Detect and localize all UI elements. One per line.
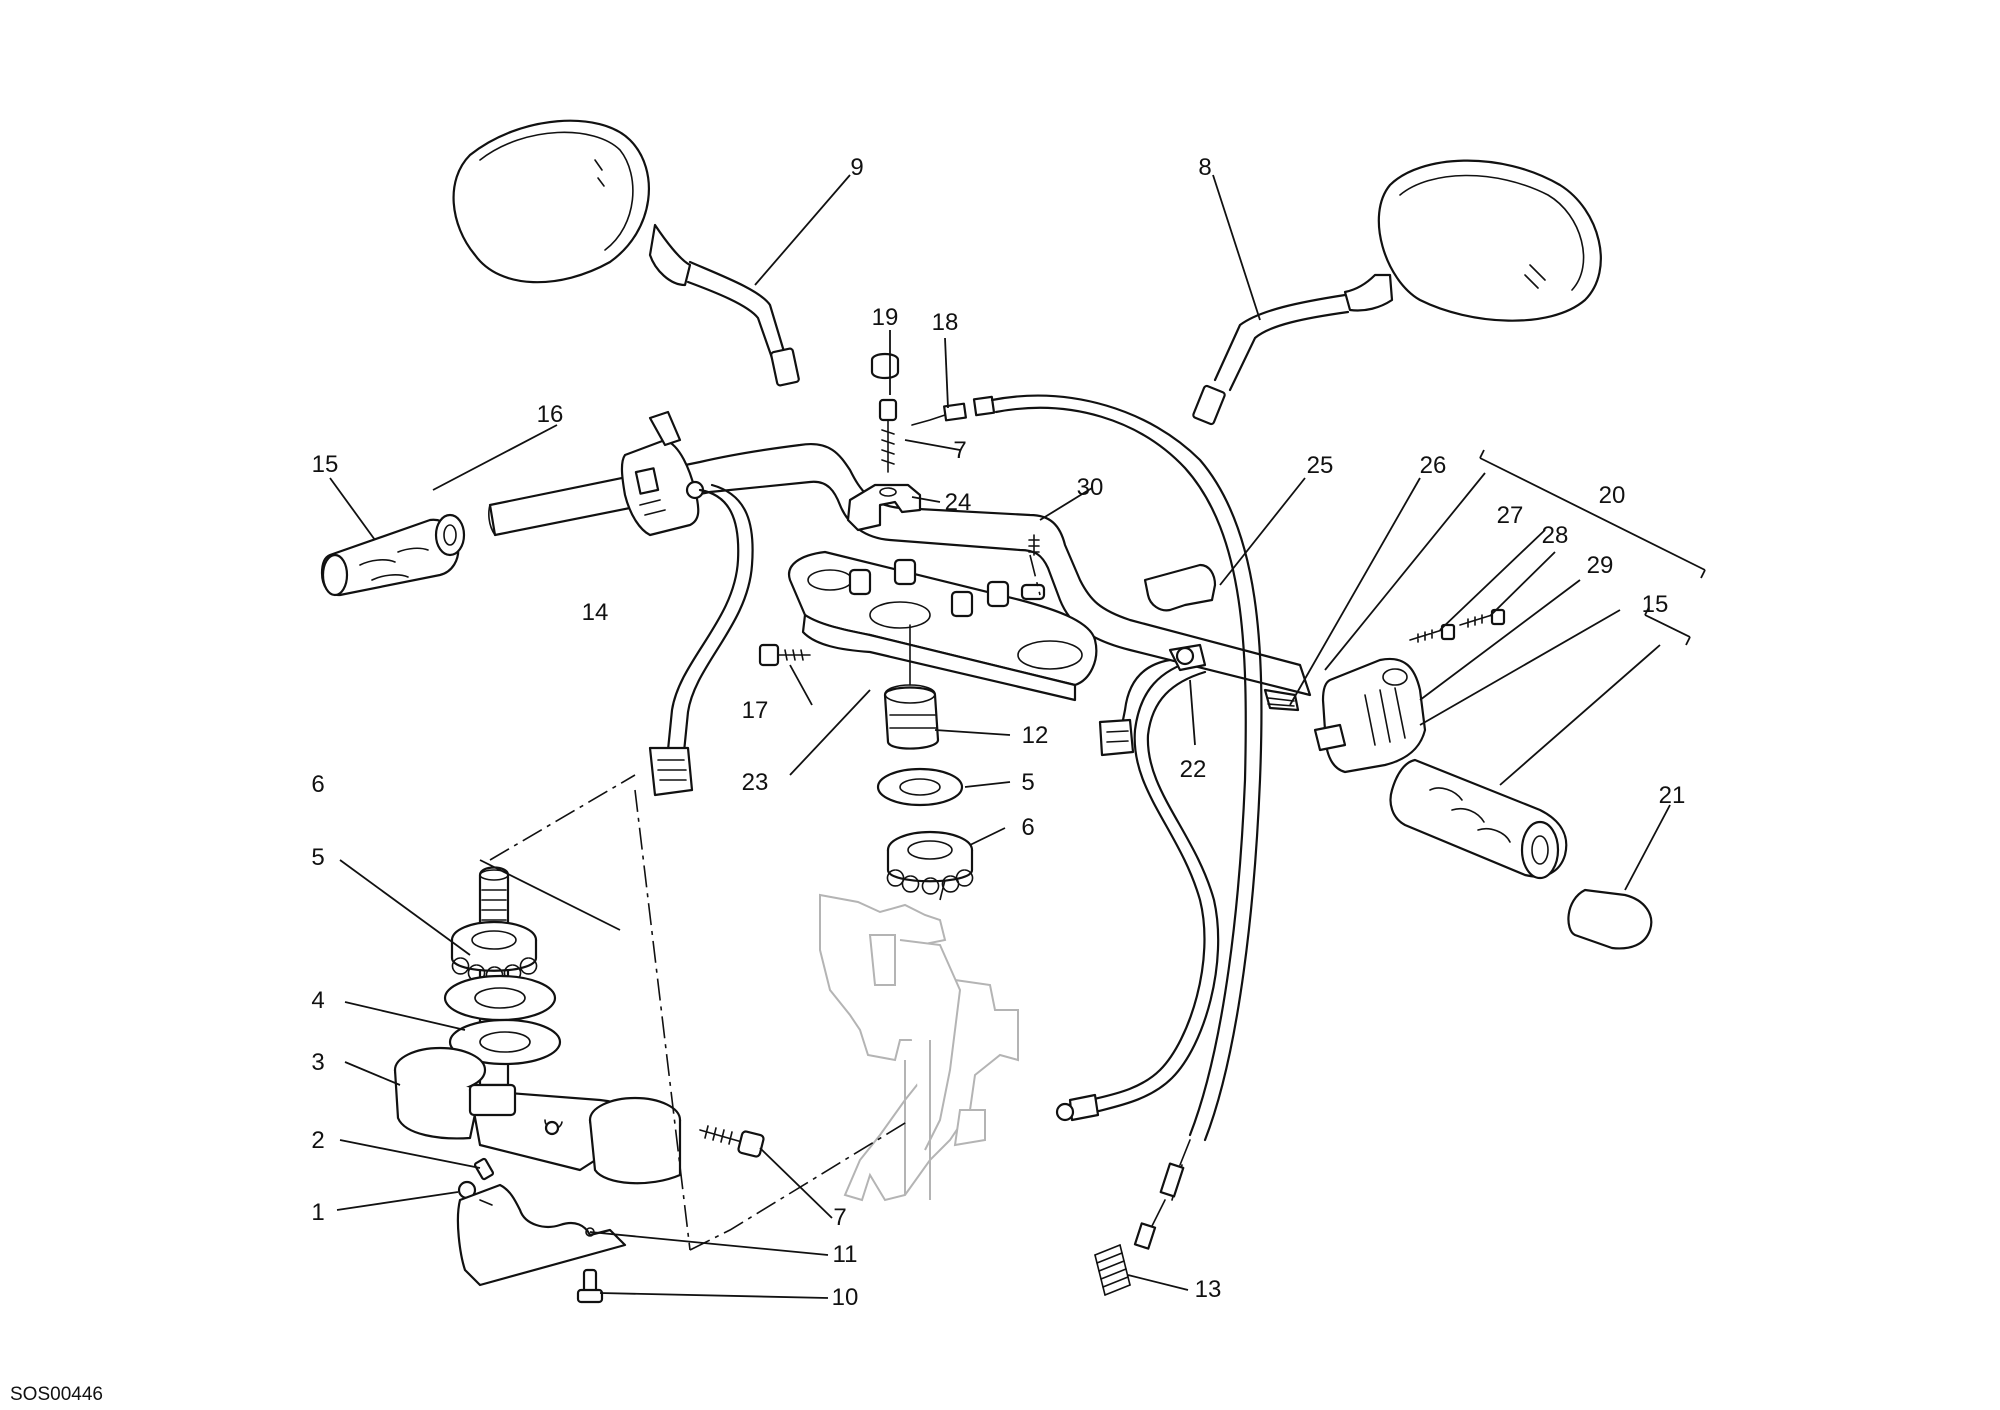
callout-29: 29 [1587,552,1614,579]
callout-27: 27 [1497,502,1524,529]
callout-20: 20 [1599,482,1626,509]
bottom-triple-clamp [393,1046,682,1185]
cable-end-lower [1133,1139,1191,1250]
screws-27-28 [1409,608,1506,643]
drawing-code: SOS00446 [10,1384,103,1405]
callout-15-left: 15 [312,451,339,478]
callout-1: 1 [311,1199,324,1226]
frame-headstock [819,893,1019,1202]
connector-cable-22 [1098,658,1172,757]
washer-right [876,767,964,807]
callout-3: 3 [311,1049,324,1076]
callout-4: 4 [311,987,324,1014]
right-mirror [1192,159,1602,426]
callout-30: 30 [1077,474,1104,501]
callout-15-right: 15 [1642,591,1669,618]
left-switch-cable [648,483,754,797]
callout-12: 12 [1022,722,1049,749]
callout-22: 22 [1180,756,1207,783]
callout-28: 28 [1542,522,1569,549]
mounting-plate [456,1183,627,1287]
callout-23: 23 [742,769,769,796]
cable-adjuster-26 [1263,688,1300,712]
group-bracket-15 [1644,606,1691,646]
leader-lines [329,174,1671,1299]
left-switch-assembly [620,410,705,537]
callout-21: 21 [1659,782,1686,809]
right-switch-cable [1055,658,1220,1122]
throttle-housing [1313,657,1427,774]
callout-labels: 1 2 3 4 5 6 7 8 9 10 11 12 13 14 15 16 1… [311,154,1685,1311]
callout-7-lower: 7 [833,1204,846,1231]
clip-25 [1143,563,1217,612]
callout-17: 17 [742,697,769,724]
steering-stem-nut [883,624,940,750]
callout-2: 2 [311,1127,324,1154]
bar-end-weight [1567,888,1653,950]
screw-10 [576,1268,604,1304]
callout-19: 19 [872,304,899,331]
top-triple-clamp [787,550,1098,702]
callout-7-top: 7 [953,437,966,464]
callout-18: 18 [932,309,959,336]
washer-left-lower [448,1018,562,1066]
right-switch-body [1168,643,1207,672]
callout-16: 16 [537,401,564,428]
callout-24: 24 [945,489,972,516]
washer-left-upper [443,974,557,1022]
clamp-screw-lower [699,1125,765,1158]
callout-25: 25 [1307,452,1334,479]
screw-17 [758,643,811,667]
callout-8: 8 [1198,154,1211,181]
callout-10: 10 [832,1284,859,1311]
callout-11: 11 [833,1241,858,1268]
callout-9: 9 [850,154,863,181]
screw-30 [1028,534,1040,556]
riser-screw-top [878,398,898,473]
callout-6-right: 6 [1021,814,1034,841]
bearing-right [886,830,974,895]
throttle-cable-top [911,394,1263,1142]
handlebar-riser-clamp [846,483,922,532]
right-grip [1389,758,1568,880]
callout-13: 13 [1195,1276,1222,1303]
callout-26: 26 [1420,452,1447,479]
callout-5-left: 5 [311,844,324,871]
left-grip [320,513,466,597]
callout-6-left: 6 [311,771,324,798]
callout-14: 14 [582,599,609,626]
spring [1094,1244,1131,1296]
cap [870,352,900,380]
grub-screw [473,1157,495,1181]
left-mirror [452,119,800,387]
callout-5-right: 5 [1021,769,1034,796]
group-bracket-20 [1479,449,1706,579]
